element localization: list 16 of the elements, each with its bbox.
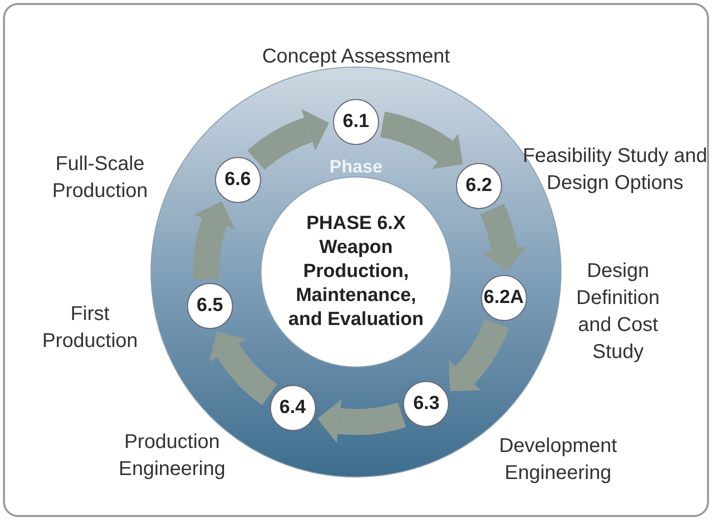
curved-arrow [248,109,329,170]
phase-title: PHASE 6.X Weapon Production, Maintenance, and Evaluation [287,212,425,332]
stage-label: Design Definition and Cost Study [575,259,661,365]
curved-arrow [317,399,406,444]
stage-label: Production Engineering [118,430,226,482]
stage-label: Feasibility Study and Design Options [522,144,708,196]
curved-arrow [210,332,278,405]
curved-arrow [448,318,509,392]
stage-label: First Production [41,302,139,354]
stage-label: Development Engineering [498,434,618,486]
ring-label: Phase [329,156,383,178]
curved-arrow [480,204,526,272]
stage-label: Concept Assessment [261,44,451,70]
curved-arrow [193,201,236,280]
stage-label: Full-Scale Production [51,152,149,204]
curved-arrow [380,112,464,170]
